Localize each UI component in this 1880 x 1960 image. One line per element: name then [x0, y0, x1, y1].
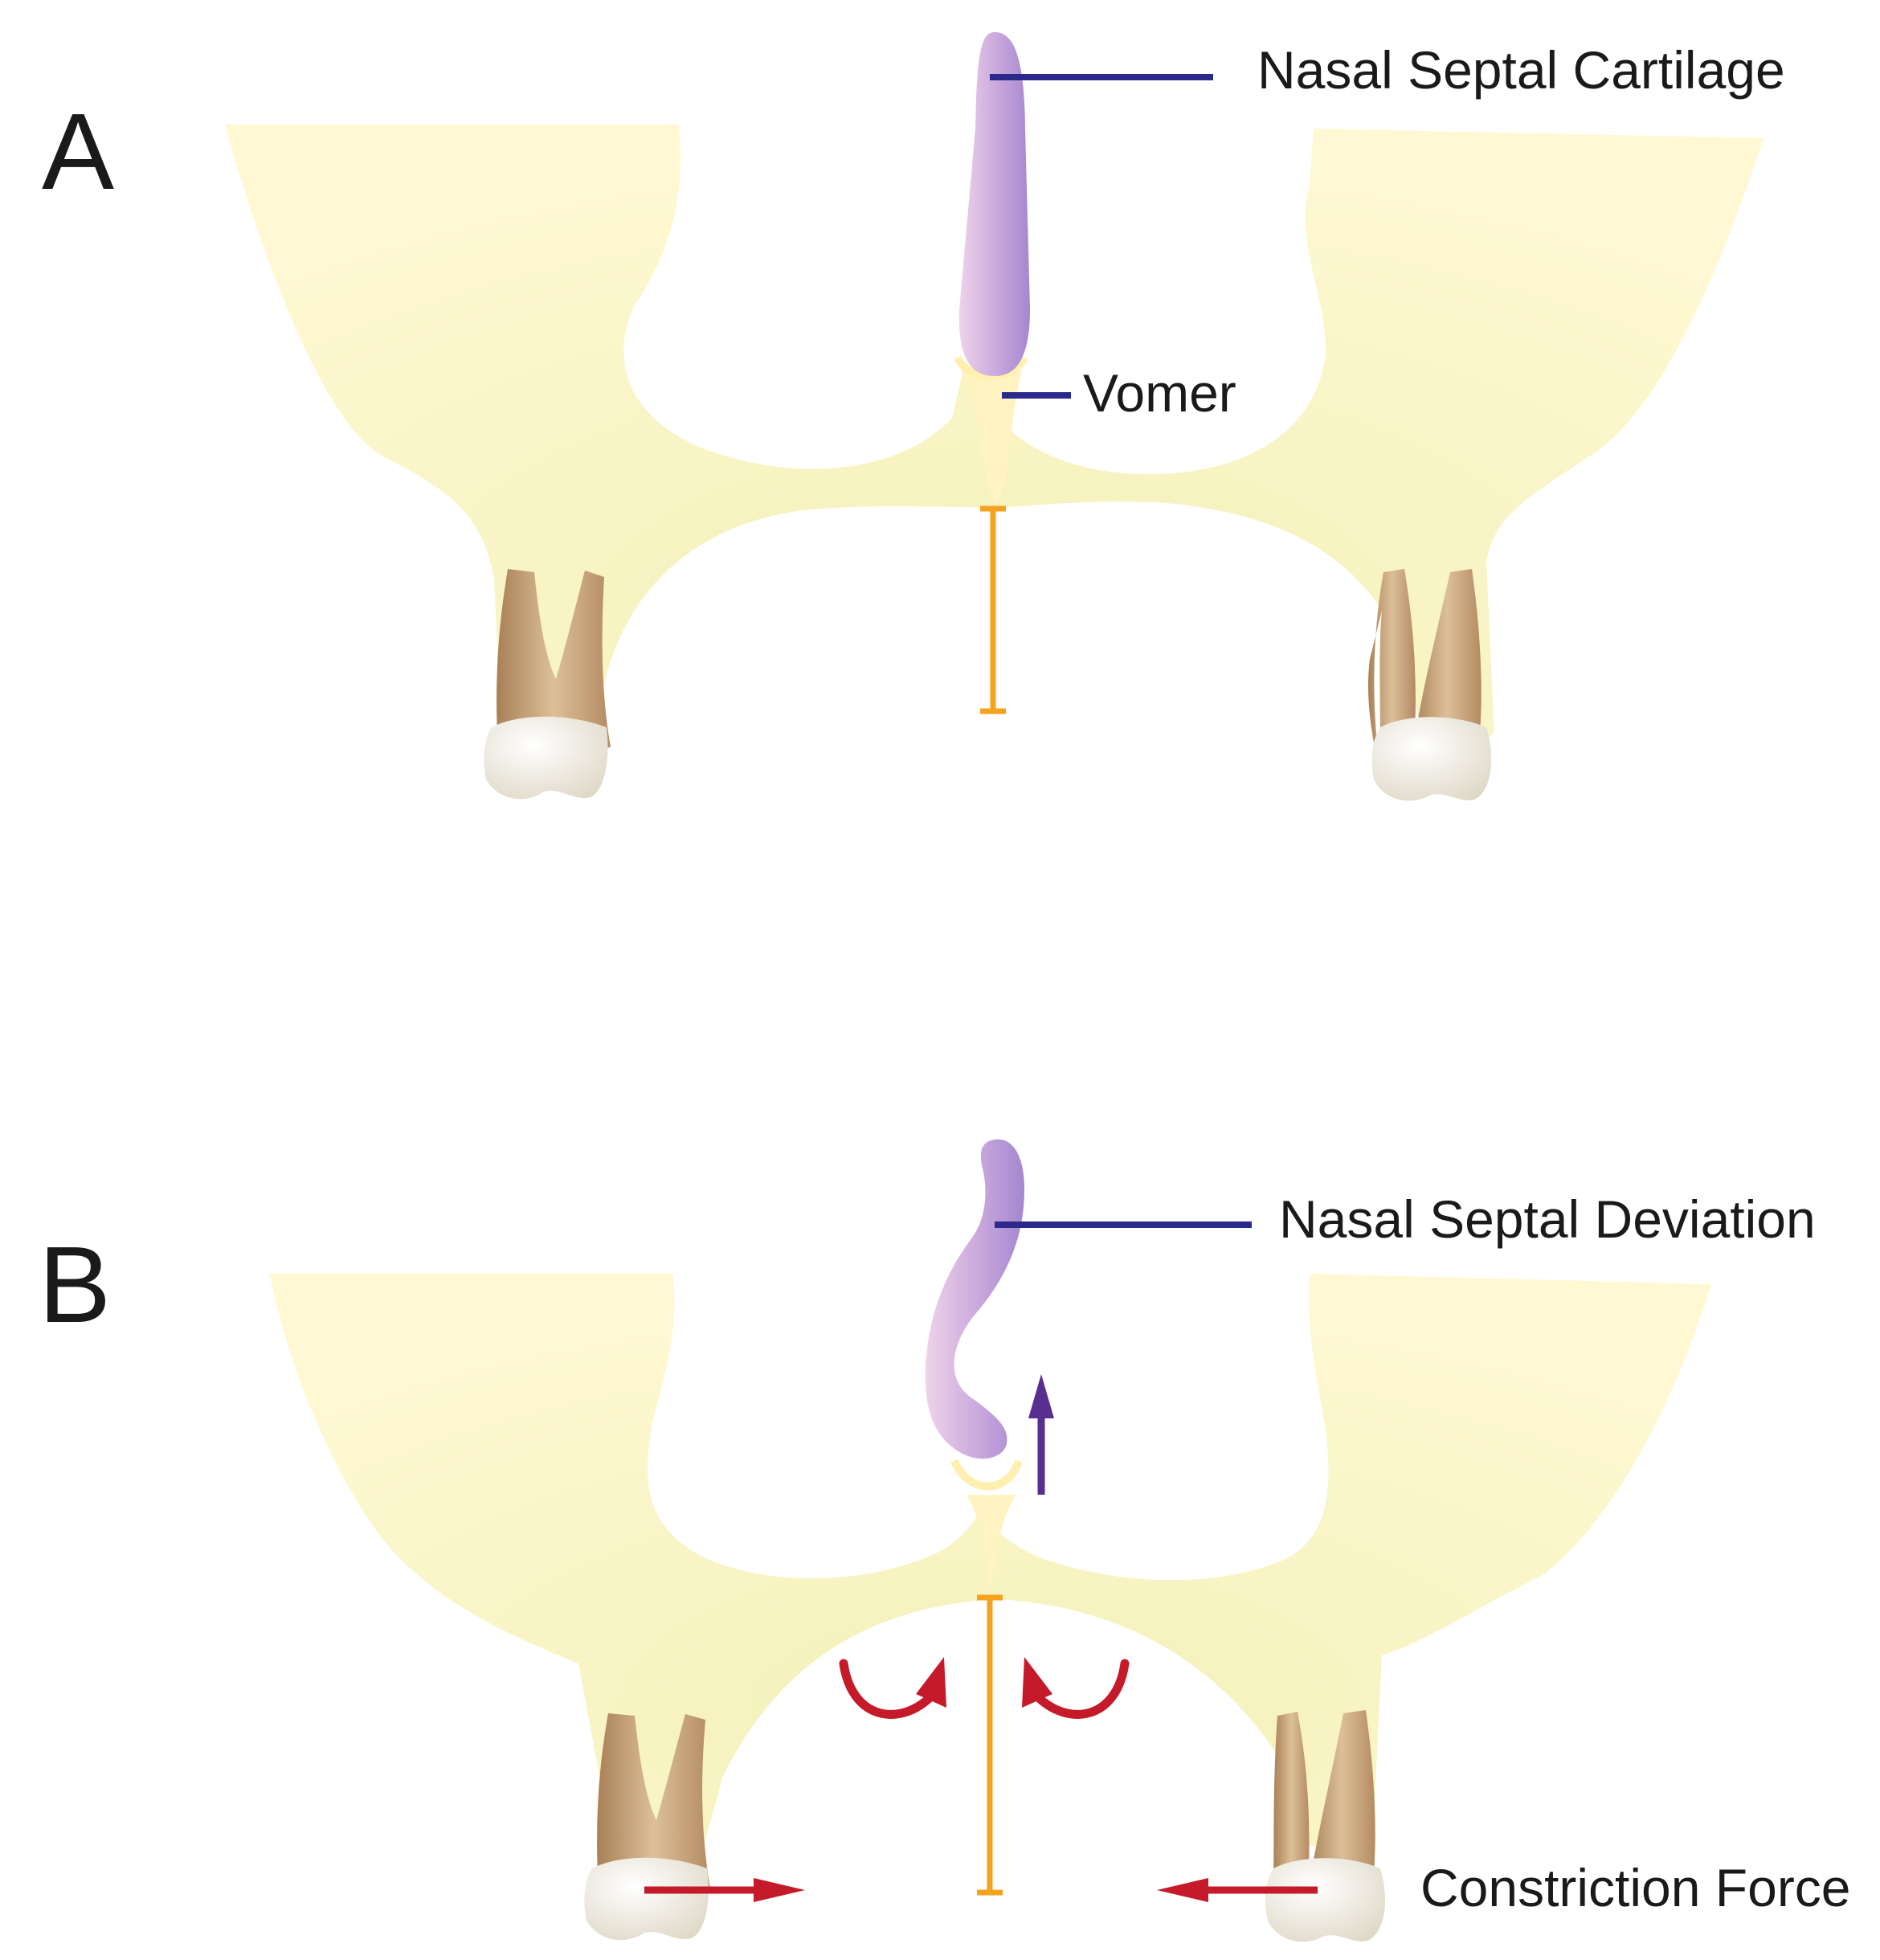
panel-a-right-molar	[1367, 569, 1492, 801]
panel-b-deviation-label: Nasal Septal Deviation	[1279, 1189, 1816, 1249]
panel-b-left-rotation-arrow	[839, 1657, 946, 1719]
panel-b-vomer	[967, 1495, 1016, 1591]
panel-b-force-label: Constriction Force	[1420, 1858, 1851, 1917]
panel-b-right-rotation-arrow	[1022, 1657, 1130, 1719]
panel-a-vomer	[961, 370, 1022, 506]
panel-b-letter: B	[39, 1224, 111, 1345]
panel-a: A Nasal Septal Cartilage Vomer	[42, 32, 1785, 801]
panel-a-vomer-label: Vomer	[1083, 363, 1236, 423]
panel-a-septal-cartilage	[958, 32, 1030, 376]
panel-b-left-molar	[584, 1713, 710, 1941]
panel-a-height-bar	[980, 505, 1006, 714]
panel-b-vomer-cup	[950, 1459, 1023, 1491]
panel-a-left-molar	[484, 569, 611, 800]
panel-b-right-force-arrow	[1157, 1878, 1318, 1902]
panel-a-letter: A	[42, 91, 114, 212]
panel-a-cartilage-label: Nasal Septal Cartilage	[1257, 40, 1785, 100]
panel-b-right-molar	[1265, 1710, 1386, 1942]
panel-b-deviated-cartilage	[925, 1139, 1024, 1459]
panel-b-height-bar	[977, 1594, 1003, 1896]
panel-b-left-force-arrow	[644, 1878, 805, 1902]
panel-b: B	[39, 1139, 1851, 1942]
panel-b-growth-arrow	[1028, 1374, 1054, 1495]
